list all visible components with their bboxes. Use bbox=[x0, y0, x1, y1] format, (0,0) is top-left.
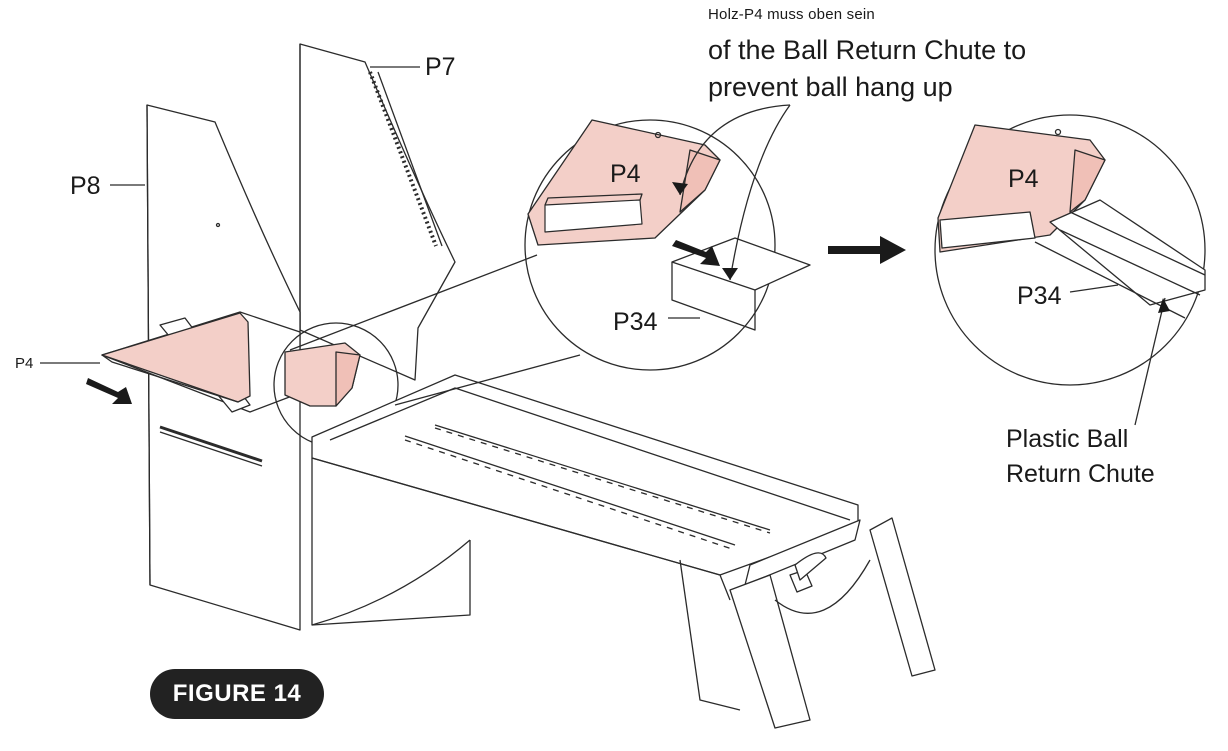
label-p7: P7 bbox=[425, 53, 456, 81]
note-line-1: of the Ball Return Chute to bbox=[708, 35, 1027, 65]
zoom-circle-middle bbox=[290, 120, 810, 405]
label-p4-main: P4 bbox=[15, 355, 34, 372]
p4-board-main bbox=[102, 313, 250, 402]
note-arrow-1 bbox=[680, 105, 790, 195]
label-p34-zoom-middle: P34 bbox=[613, 308, 658, 336]
chute-label-line-1: Plastic Ball bbox=[1006, 425, 1129, 453]
label-p4-zoom-right: P4 bbox=[1008, 165, 1039, 193]
chute-leader bbox=[1135, 298, 1165, 425]
label-p34-zoom-right: P34 bbox=[1017, 282, 1062, 310]
lane-bench bbox=[312, 375, 935, 728]
note-german: Holz-P4 muss oben sein bbox=[708, 6, 875, 23]
label-p8: P8 bbox=[70, 172, 101, 200]
note-arrow-2 bbox=[730, 105, 790, 280]
note-line-2: prevent ball hang up bbox=[708, 72, 953, 102]
figure-badge: FIGURE 14 bbox=[150, 669, 324, 719]
zoom-circle-right bbox=[935, 115, 1205, 385]
panel-p7 bbox=[300, 44, 455, 380]
chute-label-line-2: Return Chute bbox=[1006, 460, 1155, 488]
label-p4-zoom-middle: P4 bbox=[610, 160, 641, 188]
